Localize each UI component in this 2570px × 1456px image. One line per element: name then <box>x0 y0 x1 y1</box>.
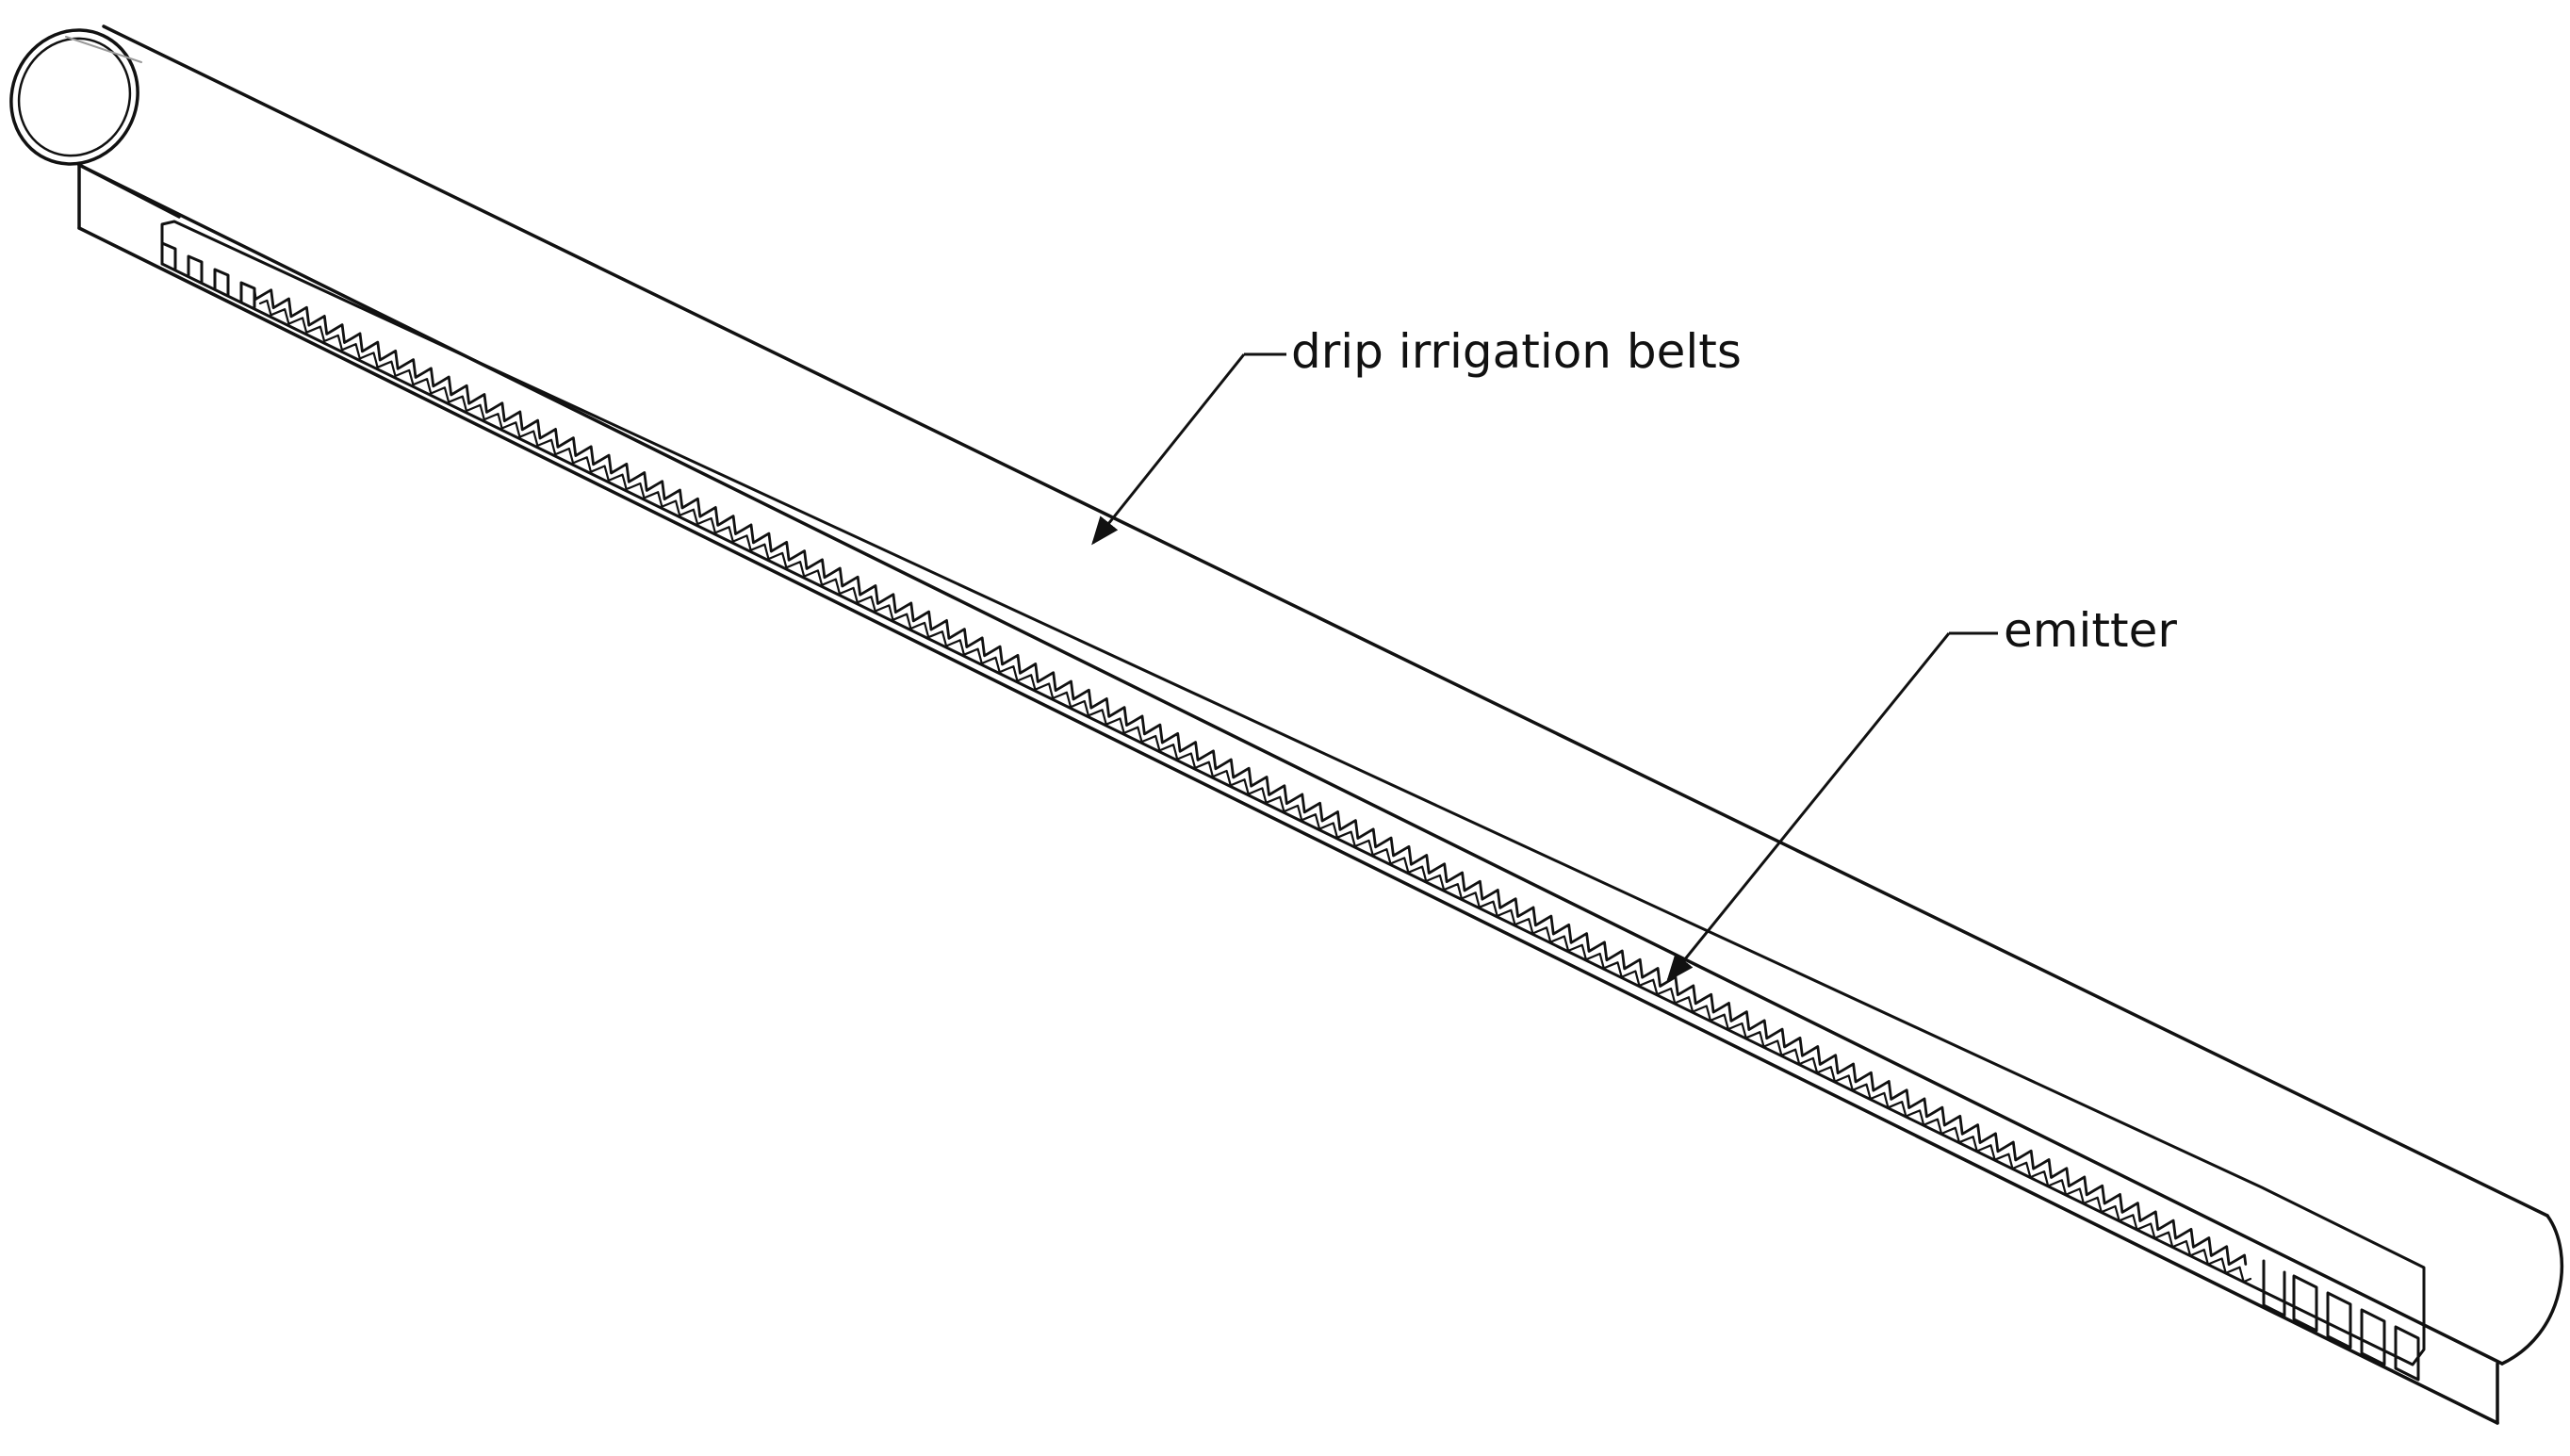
emitter-outlet-blocks-right <box>2262 1259 2420 1382</box>
callout-emitter: emitter <box>1666 603 2177 983</box>
tube-left-opening <box>9 28 139 166</box>
leader-belt-arrow <box>1091 353 1246 546</box>
emitter-inlet-teeth-left <box>160 241 256 309</box>
emitter-zigzag-labyrinth-lower <box>258 299 2252 1284</box>
tube-top-edge <box>102 25 2549 1218</box>
strip-bottom-edge <box>77 226 2499 1425</box>
emitter-zigzag-labyrinth <box>253 288 2248 1267</box>
drip-irrigation-belt <box>9 25 2564 1425</box>
tube-inner-highlight <box>65 36 142 63</box>
label-drip-irrigation-belts: drip irrigation belts <box>1291 324 1742 379</box>
callout-drip-irrigation-belts: drip irrigation belts <box>1091 324 1742 546</box>
emitter-channel-outline <box>160 220 2426 1366</box>
tube-left-opening-inner <box>17 37 132 157</box>
label-emitter: emitter <box>2004 603 2177 658</box>
leader-emitter-arrow <box>1666 632 1951 983</box>
tube-right-end <box>2500 1214 2564 1366</box>
